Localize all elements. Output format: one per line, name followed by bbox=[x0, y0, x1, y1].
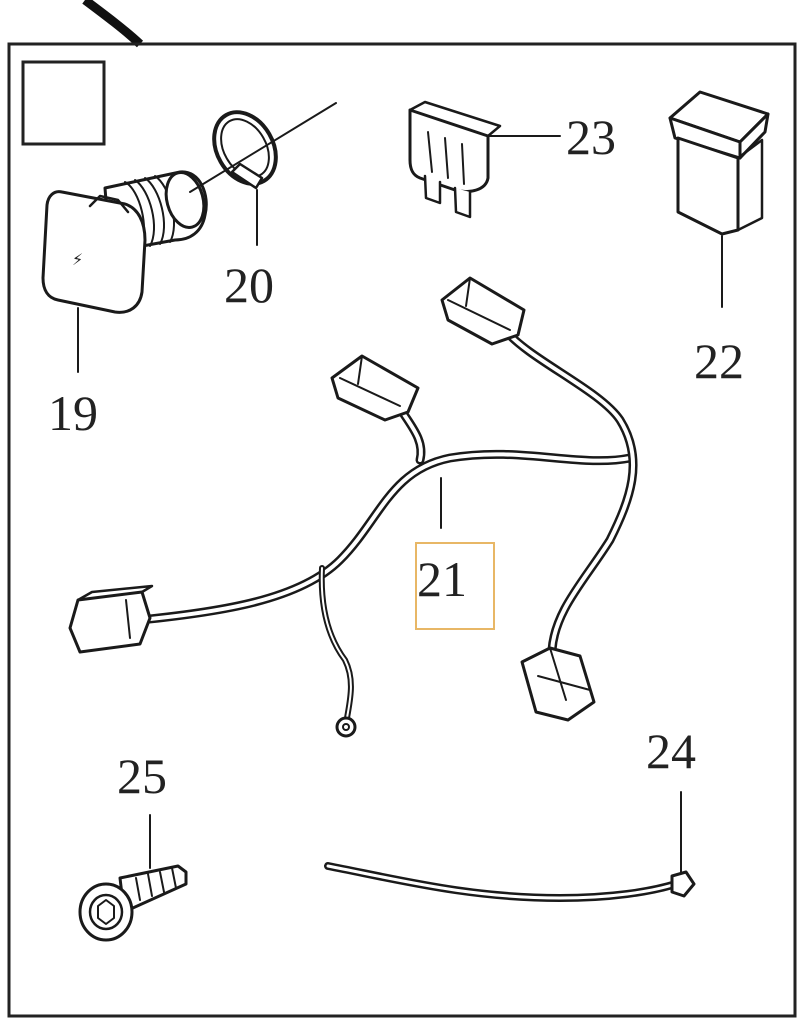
frame-border bbox=[7, 42, 797, 1018]
callout-24: 24 bbox=[646, 723, 696, 779]
part-20-ring bbox=[189, 102, 337, 246]
callout-21-highlight bbox=[415, 542, 495, 630]
part-19-socket: ⚡ bbox=[41, 170, 208, 373]
part-21-harness bbox=[68, 276, 638, 738]
callout-25: 25 bbox=[117, 748, 167, 804]
corner-curve bbox=[82, 0, 144, 48]
part-24-cable-tie bbox=[324, 791, 696, 902]
part-25-screw bbox=[78, 814, 188, 942]
callout-22: 22 bbox=[694, 333, 744, 389]
callout-21: 21 bbox=[417, 551, 467, 607]
callout-20: 20 bbox=[224, 257, 274, 313]
callout-19: 19 bbox=[48, 385, 98, 441]
part-22-maxi-fuse bbox=[668, 90, 770, 308]
part-23-fuse bbox=[408, 100, 561, 219]
socket-symbol: ⚡ bbox=[72, 250, 83, 269]
corner-box bbox=[21, 60, 106, 146]
callout-23: 23 bbox=[566, 109, 616, 165]
